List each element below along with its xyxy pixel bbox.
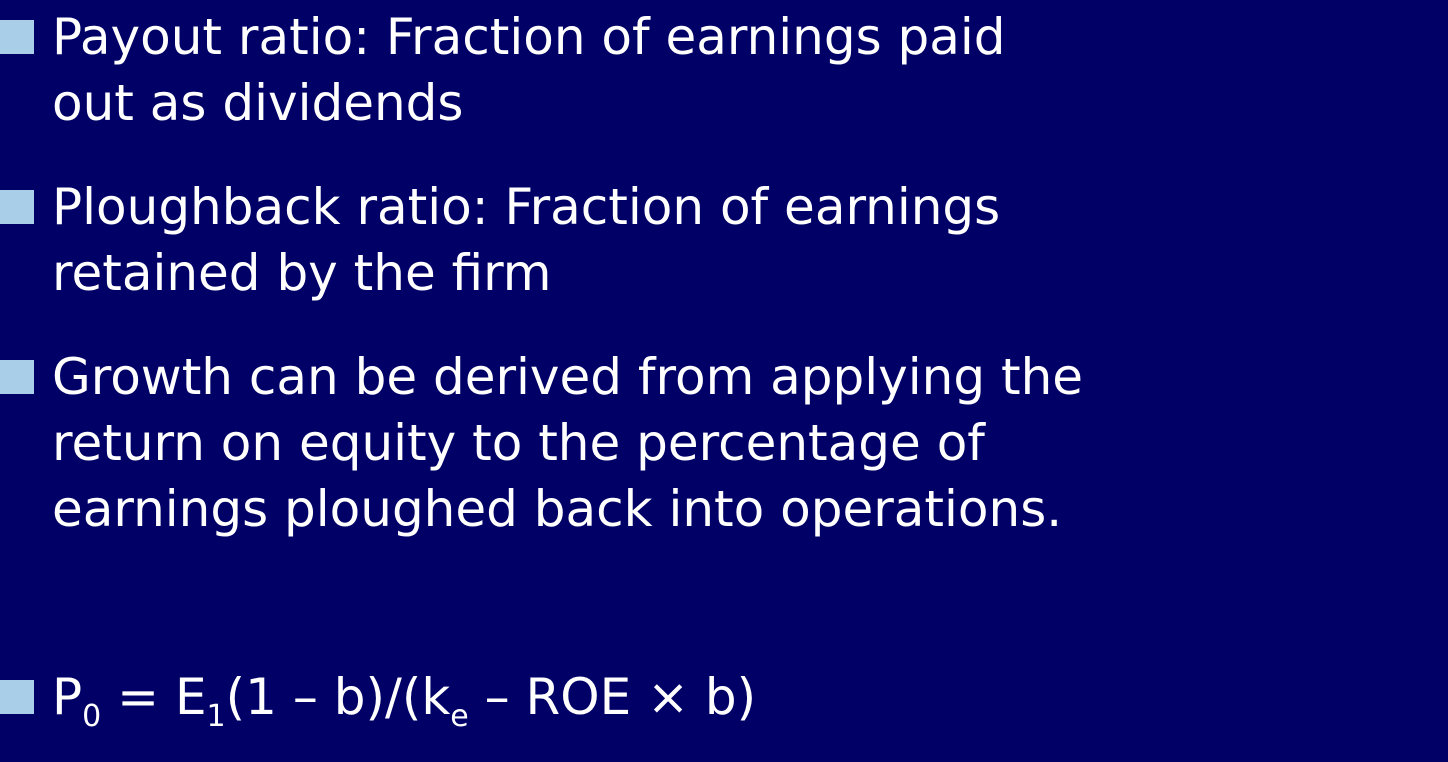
bullet-line: Ploughback ratio: Fraction of earnings <box>52 178 1001 236</box>
formula-p: P <box>52 668 83 726</box>
formula-e: E <box>174 668 207 726</box>
formula-tail: – ROE × b) <box>468 668 757 726</box>
bullet-line: retained by the firm <box>52 244 552 302</box>
formula-middle: (1 – b)/(k <box>225 668 451 726</box>
bullet-line: earnings ploughed back into operations. <box>52 480 1063 538</box>
bullet-text: Ploughback ratio: Fraction of earnings r… <box>52 174 1442 306</box>
formula-equals: = <box>101 668 175 726</box>
formula-p-subscript: 0 <box>82 699 102 734</box>
bullet-square-icon <box>0 20 34 54</box>
bullet-text: Growth can be derived from applying the … <box>52 344 1442 542</box>
bullet-line: Growth can be derived from applying the <box>52 348 1084 406</box>
formula-e-subscript: 1 <box>206 699 226 734</box>
bullet-text: Payout ratio: Fraction of earnings paid … <box>52 4 1442 136</box>
formula-k-subscript: e <box>450 699 469 734</box>
bullet-square-icon <box>0 680 34 714</box>
formula-text: P0 = E1(1 – b)/(ke – ROE × b) <box>52 664 1442 732</box>
bullet-line: out as dividends <box>52 74 464 132</box>
formula-line: P0 = E1(1 – b)/(ke – ROE × b) <box>52 664 1442 732</box>
bullet-line: Payout ratio: Fraction of earnings paid <box>52 8 1006 66</box>
bullet-square-icon <box>0 360 34 394</box>
bullet-line: return on equity to the percentage of <box>52 414 985 472</box>
bullet-square-icon <box>0 190 34 224</box>
